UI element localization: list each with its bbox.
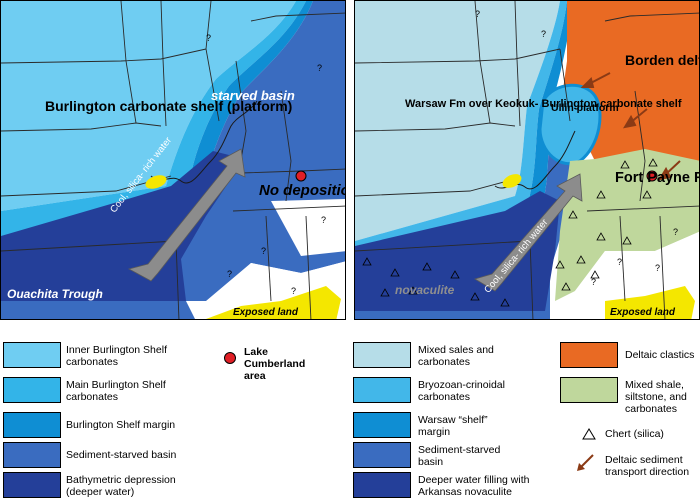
silica-water-arrow-left [127, 148, 246, 282]
legend-label-starved-basin: Sediment-starved basin [66, 449, 177, 461]
legend-label-chert: Chert (silica) [605, 428, 664, 440]
unknown-mark-r2: ? [541, 29, 547, 39]
legend-chert-triangle-icon [582, 428, 596, 440]
unknown-mark-r6: ? [591, 277, 597, 287]
legend-swatch-deltaic [560, 342, 618, 368]
exposed-land-label-left: Exposed land [233, 307, 299, 318]
starved-basin-area [1, 1, 345, 301]
legend-label-deep-water: Bathymetric depression (deeper water) [66, 474, 176, 498]
legend-swatch-starved-basin [3, 442, 61, 468]
legend-transport-arrow-icon [577, 454, 594, 471]
legend-swatch-starved-basin-right [353, 442, 411, 468]
right-map-svg [355, 1, 699, 319]
legend-swatch-main-shelf [3, 377, 61, 403]
unknown-mark-5: ? [227, 269, 233, 279]
legend-label-transport: Deltaic sediment transport direction [605, 454, 690, 478]
exposed-land-left [206, 286, 341, 319]
lake-cumberland-marker-right [646, 170, 658, 182]
legend-label-mixed-shale: Mixed shale, siltstone, and carbonates [625, 379, 687, 415]
deep-water-area [1, 151, 233, 301]
unknown-mark-4: ? [261, 246, 267, 256]
exposed-land-right [605, 286, 695, 319]
unknown-mark-2: ? [317, 63, 323, 73]
legend: Inner Burlington Shelf carbonates Main B… [0, 328, 700, 502]
chert-symbols-novaculite [362, 257, 510, 307]
unknown-mark-3: ? [321, 215, 327, 225]
legend-label-shelf-margin: Burlington Shelf margin [66, 419, 176, 431]
unknown-mark-1: ? [206, 33, 212, 43]
state-borders-right [355, 1, 699, 319]
left-map: Burlington carbonate shelf (platform) st… [0, 0, 346, 320]
legend-label-starved-basin-right: Sediment-starved basin [418, 444, 501, 468]
state-borders-left [1, 1, 345, 319]
starved-basin-label: starved basin [211, 88, 295, 103]
legend-swatch-warsaw-margin [353, 412, 411, 438]
legend-label-mixed-sales: Mixed sales and carbonates [418, 344, 494, 368]
unknown-mark-r3: ? [673, 227, 679, 237]
legend-swatch-mixed-shale [560, 377, 618, 403]
legend-swatch-bryozoan [353, 377, 411, 403]
delta-transport-arrows [580, 72, 681, 181]
legend-swatch-inner-shelf [3, 342, 61, 368]
chert-symbols [555, 158, 658, 291]
unknown-mark-r1: ? [475, 9, 481, 19]
left-map-svg [1, 1, 345, 319]
fort-payne-label: Fort Payne Formation [615, 170, 699, 186]
legend-label-deltaic: Deltaic clastics [625, 349, 695, 361]
legend-lake-marker [224, 352, 236, 364]
fort-payne-area [555, 149, 699, 301]
burlington-shelf-label: Burlington carbonate shelf (platform) [45, 98, 293, 114]
legend-swatch-novaculite [353, 472, 411, 498]
lake-cumberland-marker-left [295, 170, 307, 182]
legend-swatch-mixed-sales [353, 342, 411, 368]
novaculite-label: novaculite [395, 283, 455, 297]
legend-label-lake-cumberland: Lake Cumberland area [244, 346, 306, 382]
ullin-platform-area [538, 83, 602, 166]
legend-swatch-deep-water [3, 472, 61, 498]
right-map: Warsaw Fm over Keokuk- Burlington carbon… [354, 0, 700, 320]
legend-label-novaculite: Deeper water filling with Arkansas novac… [418, 474, 530, 498]
ullin-platform-label: Ullin platform [551, 102, 619, 114]
white-land-right [271, 199, 345, 256]
legend-swatch-shelf-margin [3, 412, 61, 438]
ouachita-trough-label: Ouachita Trough [7, 287, 103, 301]
legend-label-warsaw-margin: Warsaw “shelf” margin [418, 414, 488, 438]
warsaw-formation-label: Warsaw Fm over Keokuk- Burlington carbon… [405, 98, 682, 110]
exposed-island-right [502, 174, 522, 188]
legend-label-inner-shelf: Inner Burlington Shelf carbonates [66, 344, 167, 368]
bryozoan-area [355, 1, 567, 263]
legend-label-bryozoan: Bryozoan-crinoidal carbonates [418, 379, 505, 403]
exposed-island-left [145, 175, 167, 189]
novaculite-area [355, 191, 560, 311]
unknown-mark-r4: ? [617, 257, 623, 267]
unknown-mark-r5: ? [655, 263, 661, 273]
legend-label-main-shelf: Main Burlington Shelf carbonates [66, 379, 166, 403]
inner-shelf-area [1, 1, 296, 211]
exposed-land-label-right: Exposed land [610, 307, 676, 318]
unknown-mark-6: ? [291, 286, 297, 296]
no-deposition-label: No deposition [259, 182, 345, 199]
silica-water-arrow-right [474, 173, 583, 292]
borden-delta-label: Borden delta complex [625, 52, 699, 68]
